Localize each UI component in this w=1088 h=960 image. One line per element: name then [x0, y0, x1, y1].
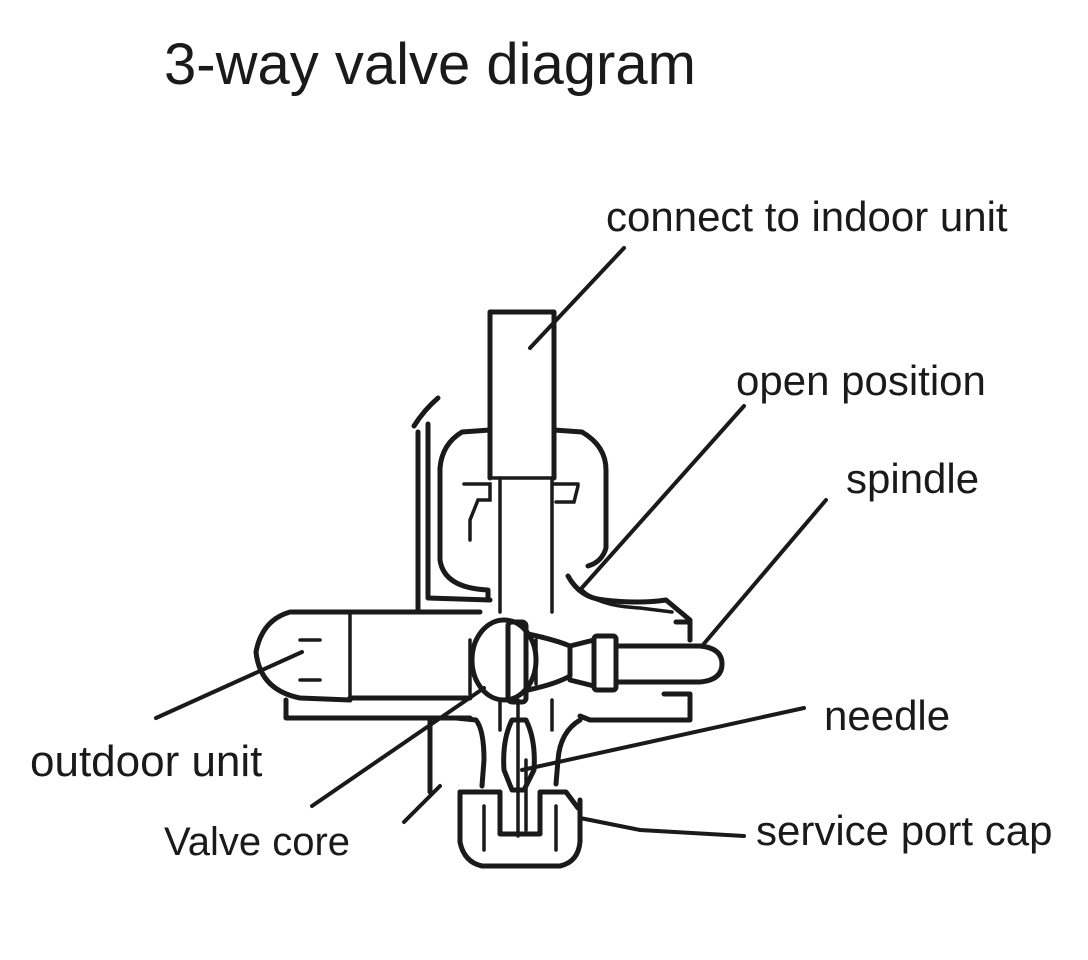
leader-body-lower [402, 784, 442, 824]
label-open-position: open position [736, 357, 986, 404]
leader-indoor [528, 246, 626, 350]
valve-core-body [468, 617, 573, 705]
leader-service-port-cap [578, 816, 746, 838]
leader-needle [520, 706, 806, 772]
diagram-title: 3-way valve diagram [164, 32, 696, 97]
needle-part [501, 698, 537, 838]
leader-lines [154, 246, 828, 838]
valve-body-upper [411, 395, 693, 643]
label-outdoor-unit: outdoor unit [30, 737, 263, 786]
indoor-pipe [487, 309, 557, 614]
label-needle: needle [824, 692, 951, 739]
leader-outdoor [154, 650, 304, 720]
spindle-shaft [567, 619, 725, 723]
flare-nut [437, 427, 609, 603]
service-port-cap-shape [457, 789, 583, 869]
leader-spindle [700, 498, 828, 648]
outdoor-pipe [253, 609, 483, 721]
valve-body-lower [427, 698, 583, 795]
label-service-port-cap: service port cap [756, 807, 1053, 854]
label-spindle: spindle [846, 455, 980, 502]
label-connect-indoor: connect to indoor unit [606, 193, 1008, 240]
leader-open-position [578, 404, 746, 592]
label-valve-core: Valve core [164, 820, 351, 864]
leader-valve-core [310, 686, 486, 808]
